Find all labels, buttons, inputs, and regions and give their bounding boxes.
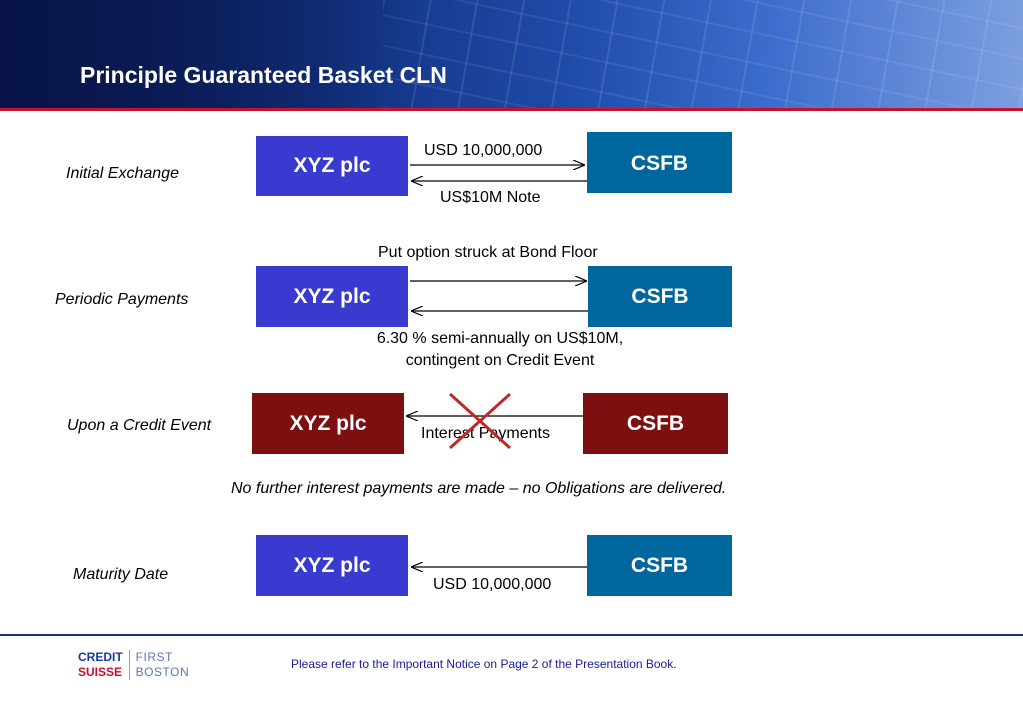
initial-top-text: USD 10,000,000: [424, 142, 543, 159]
footer-notice: Please refer to the Important Notice on …: [291, 657, 677, 671]
footer-rule: [0, 634, 1023, 636]
maturity-bottom-text: USD 10,000,000: [433, 576, 552, 593]
periodic-top-text: Put option struck at Bond Floor: [378, 244, 598, 261]
csfb-box-periodic: CSFB: [588, 266, 732, 327]
header-grid-pattern: [383, 0, 1023, 108]
row-label-maturity-date: Maturity Date: [73, 566, 169, 583]
periodic-bottom-text-1: 6.30 % semi-annually on US$10M,: [376, 330, 624, 347]
periodic-bottom-text-2: contingent on Credit Event: [405, 352, 595, 369]
csfb-box-credit-event: CSFB: [583, 393, 728, 454]
xyz-box-maturity: XYZ plc: [256, 535, 408, 596]
credit-event-note: No further interest payments are made – …: [231, 480, 727, 497]
row-label-initial-exchange: Initial Exchange: [66, 165, 179, 182]
header-banner: Principle Guaranteed Basket CLN: [0, 0, 1023, 108]
credit-event-arrow-text: Interest Payments: [421, 425, 550, 442]
credit-suisse-first-boston-logo: CREDIT SUISSE FIRST BOSTON: [78, 650, 190, 680]
header-rule: [0, 108, 1023, 111]
xyz-box-periodic: XYZ plc: [256, 266, 408, 327]
cancel-cross-icon: [448, 392, 512, 450]
xyz-box-credit-event: XYZ plc: [252, 393, 404, 454]
initial-bottom-text: US$10M Note: [440, 189, 541, 206]
row-label-periodic-payments: Periodic Payments: [55, 291, 189, 308]
xyz-box-initial: XYZ plc: [256, 136, 408, 196]
row-label-credit-event: Upon a Credit Event: [67, 417, 212, 434]
csfb-box-maturity: CSFB: [587, 535, 732, 596]
page-title: Principle Guaranteed Basket CLN: [80, 62, 447, 88]
csfb-box-initial: CSFB: [587, 132, 732, 193]
